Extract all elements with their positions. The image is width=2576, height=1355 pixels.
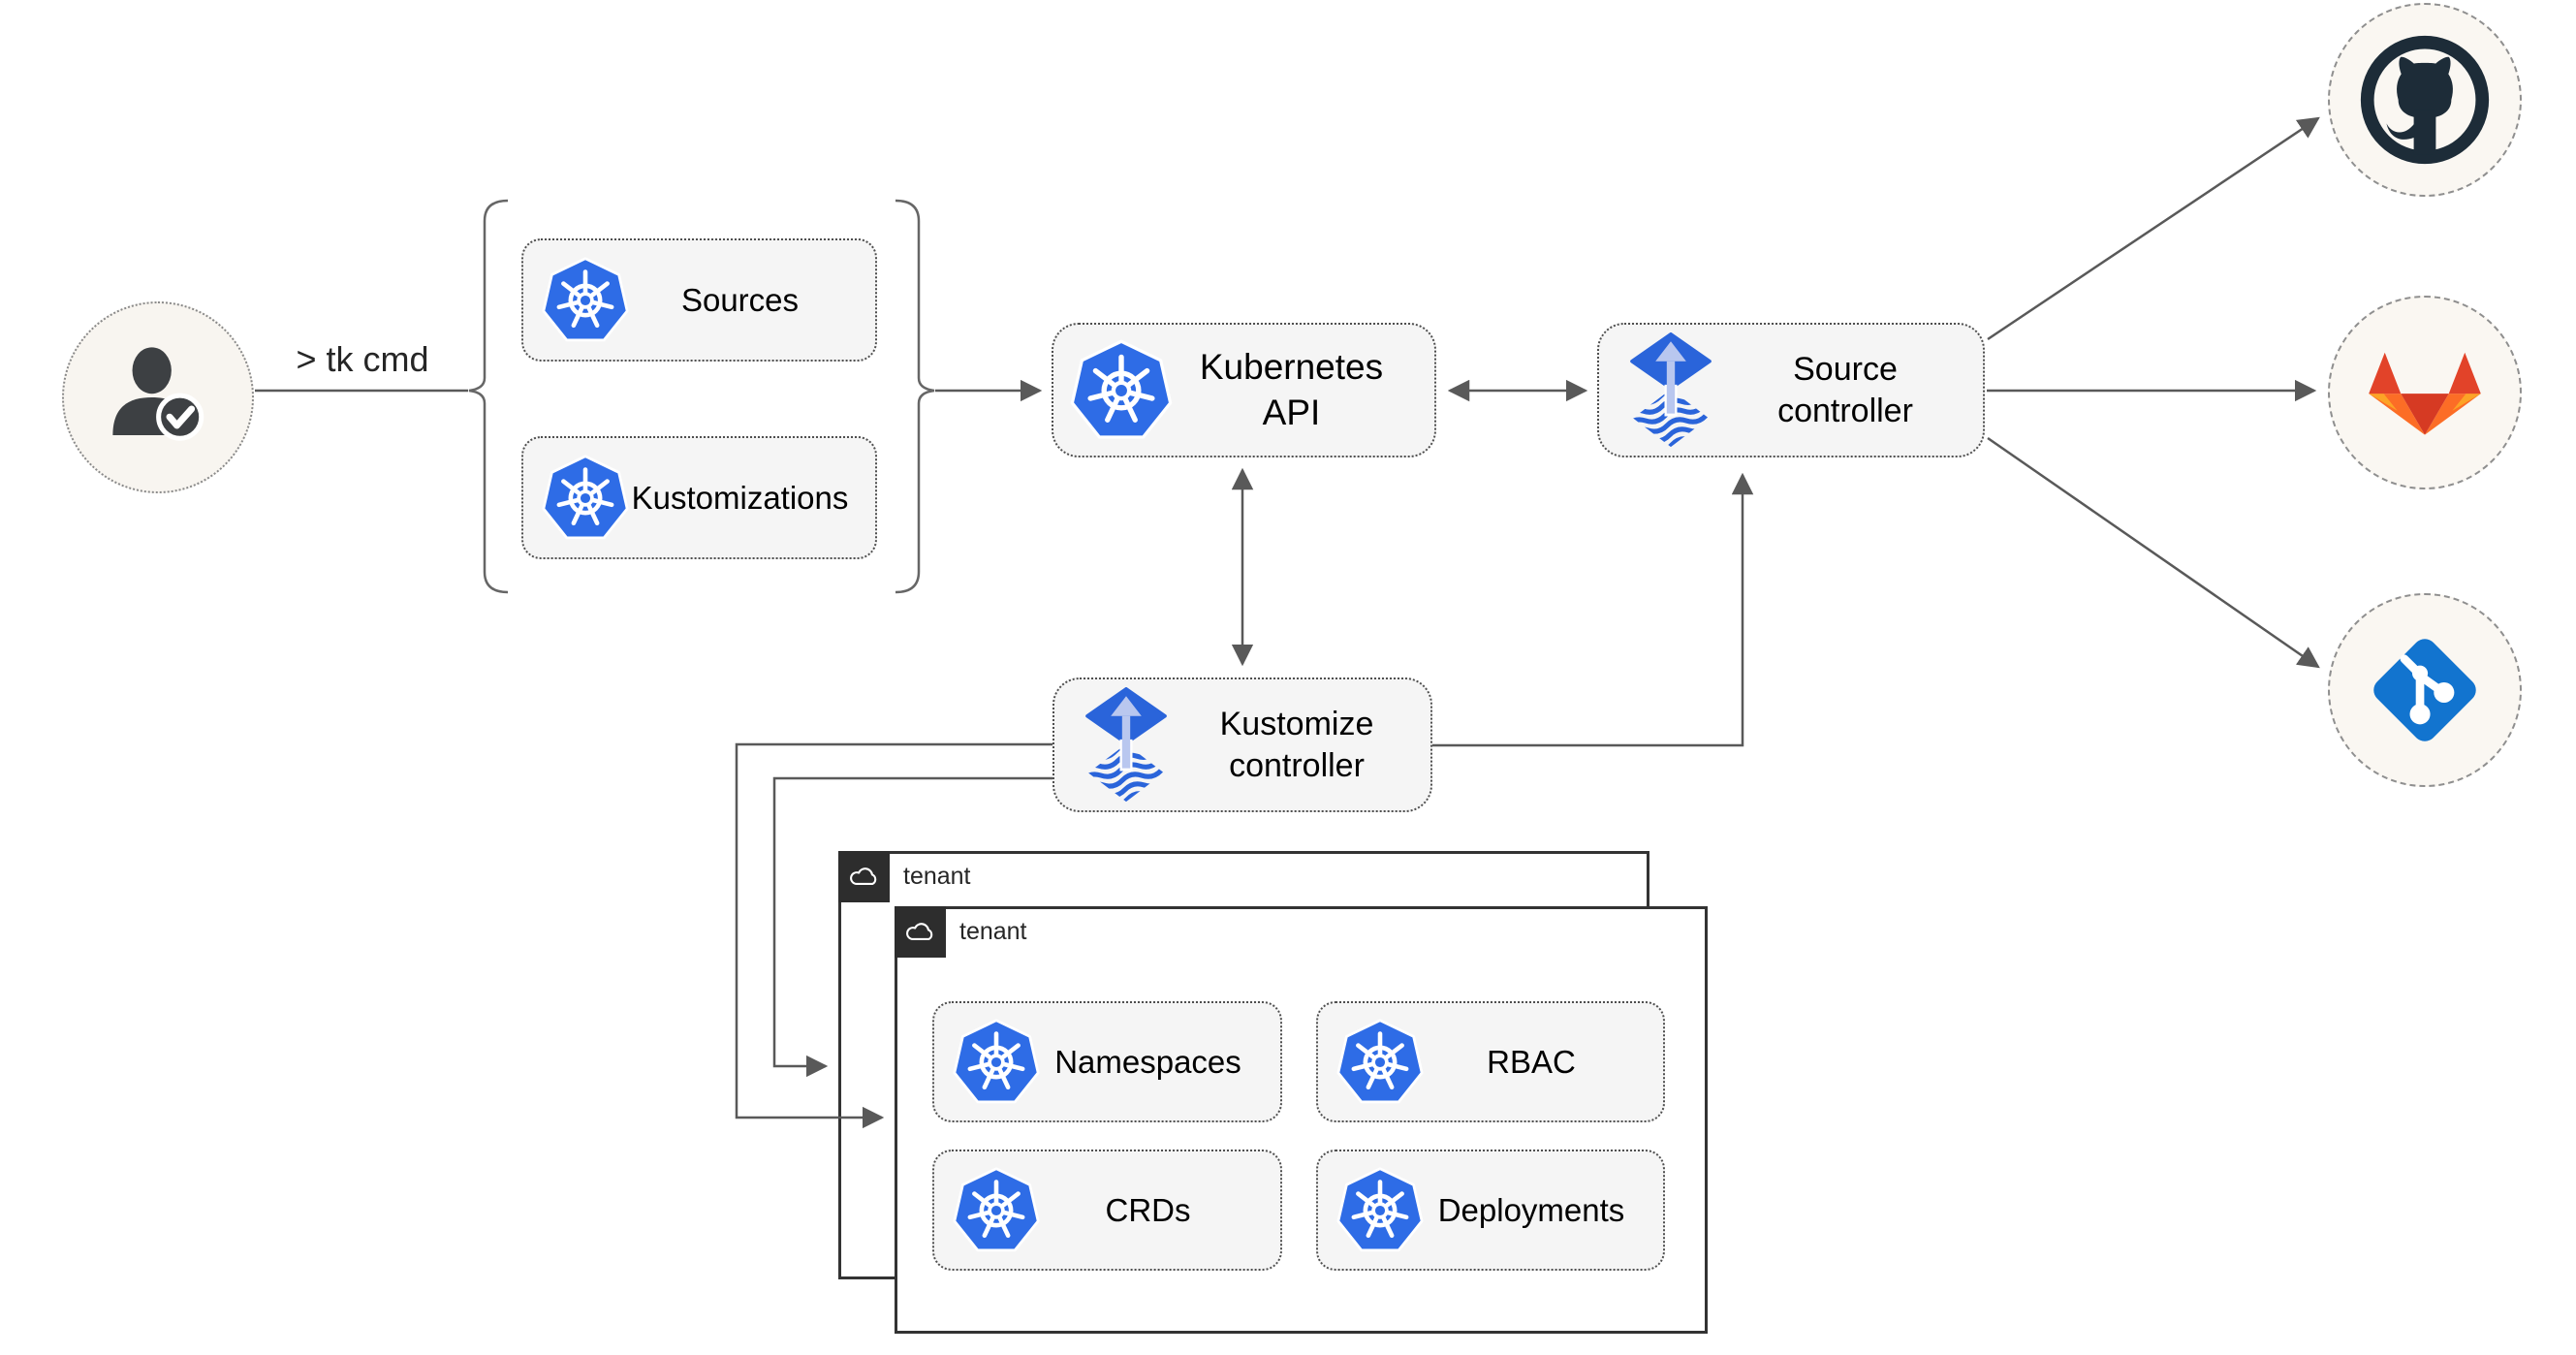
node-crds: CRDs — [932, 1150, 1282, 1271]
node-kustomize-controller: Kustomize controller — [1052, 678, 1432, 812]
node-source-controller: Source controller — [1597, 323, 1985, 457]
git-icon — [2365, 630, 2485, 750]
user-actor — [62, 301, 254, 493]
node-label: Kubernetes API — [1199, 347, 1384, 432]
tenant-label: tenant — [903, 863, 971, 890]
node-namespaces: Namespaces — [932, 1001, 1282, 1122]
kubernetes-icon — [1335, 1166, 1425, 1255]
node-kustomizations: Kustomizations — [521, 436, 877, 559]
remote-git — [2328, 593, 2522, 787]
kubernetes-icon — [1335, 1018, 1425, 1107]
remote-github — [2328, 3, 2522, 197]
bracket-right — [895, 199, 935, 594]
node-label: Kustomizations — [631, 479, 849, 516]
cloud-icon — [903, 915, 938, 950]
remote-gitlab — [2328, 296, 2522, 489]
edge-source-to-git — [1987, 436, 2320, 669]
node-sources: Sources — [521, 238, 877, 362]
node-label: RBAC — [1487, 1043, 1576, 1080]
node-rbac: RBAC — [1316, 1001, 1665, 1122]
cloud-tab — [838, 851, 890, 902]
flux-icon — [1080, 687, 1173, 803]
node-label: CRDs — [1105, 1191, 1191, 1228]
tenant-container-front: tenant Namespaces — [895, 906, 1708, 1334]
node-kubernetes-api: Kubernetes API — [1052, 323, 1436, 457]
cloud-icon — [847, 860, 882, 895]
kubernetes-icon — [952, 1018, 1041, 1107]
node-label: Sources — [680, 281, 800, 318]
cloud-tab — [895, 906, 946, 958]
gitlab-icon — [2368, 348, 2482, 437]
bracket-left — [468, 199, 509, 594]
cli-command-label: > tk cmd — [296, 339, 429, 379]
github-icon — [2351, 26, 2498, 173]
node-label: Deployments — [1437, 1191, 1625, 1228]
node-label: Source controller — [1777, 351, 1913, 429]
kubernetes-icon — [541, 454, 630, 543]
kubernetes-icon — [952, 1166, 1041, 1255]
kubernetes-icon — [1069, 338, 1174, 443]
kubernetes-icon — [541, 256, 630, 345]
edge-source-to-github — [1987, 116, 2320, 341]
edge-kustomize-to-source — [1432, 472, 1754, 747]
node-label: Kustomize controller — [1219, 706, 1374, 784]
node-deployments: Deployments — [1316, 1150, 1665, 1271]
user-check-icon — [97, 336, 219, 458]
node-label: Namespaces — [1054, 1043, 1241, 1080]
flux-icon — [1624, 332, 1717, 448]
tenant-label: tenant — [959, 918, 1027, 945]
